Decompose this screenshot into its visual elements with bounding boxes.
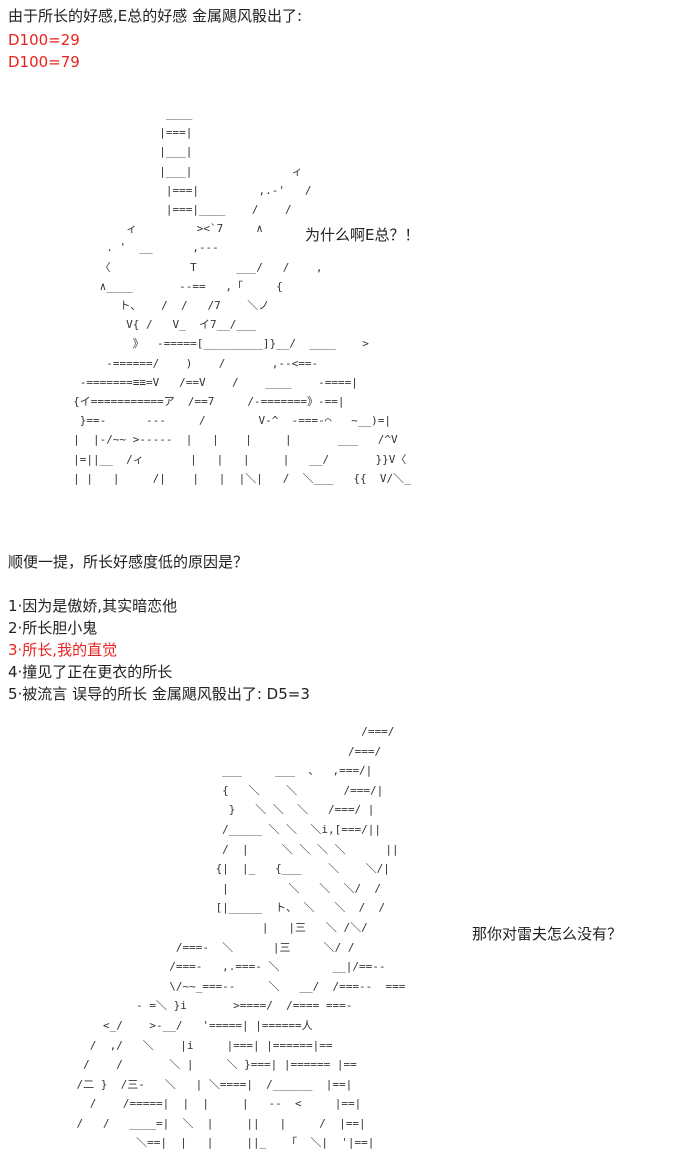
option-2: 2·所长胆小鬼 xyxy=(8,619,98,637)
question-text: 顺便一提，所长好感度低的原因是？ xyxy=(8,553,249,571)
roll-result-2: D100=79 xyxy=(8,53,80,71)
option-5: 5·被流言 误导的所长 金属飓风骰出了: D5=3 xyxy=(8,685,310,703)
ascii-art-2: /===/ /===/ ___ ___ 、 ,===/| { ＼ ＼ /===/… xyxy=(76,725,406,1150)
roll-result-1: D100=29 xyxy=(8,31,80,49)
ascii-art-1: ____ |===| |___| |___| ィ |===| ,.-' / |=… xyxy=(73,107,411,485)
option-1: 1·因为是傲娇,其实暗恋他 xyxy=(8,597,178,615)
option-3: 3·所长,我的直觉 xyxy=(8,641,118,659)
header-title: 由于所长的好感,E总的好感 金属飓风骰出了: xyxy=(8,7,303,25)
speech-line-1: 为什么啊E总？！ xyxy=(305,226,420,244)
option-4: 4·撞见了正在更衣的所长 xyxy=(8,663,173,681)
speech-line-2: 那你对雷夫怎么没有？ xyxy=(472,925,623,943)
